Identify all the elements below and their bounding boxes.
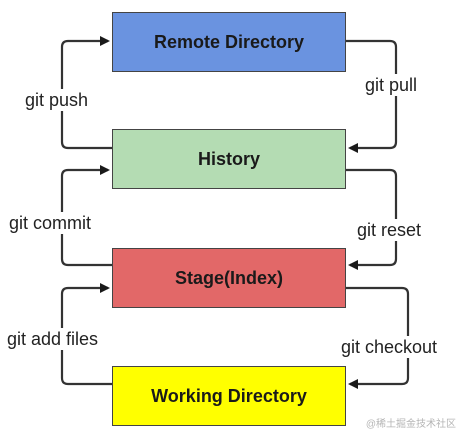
stage-index-box: Stage(Index) — [112, 248, 346, 308]
git-checkout-label: git checkout — [340, 336, 439, 358]
git-push-label: git push — [24, 89, 90, 111]
watermark: @稀土掘金技术社区 — [365, 419, 456, 430]
git-pull-label: git pull — [364, 74, 419, 96]
git-add-files-label: git add files — [6, 328, 100, 350]
remote-directory-box: Remote Directory — [112, 12, 346, 72]
git-commit-label: git commit — [8, 212, 93, 234]
stage-index-label: Stage(Index) — [174, 267, 284, 288]
git-reset-label: git reset — [356, 219, 423, 241]
working-directory-box: Working Directory — [112, 366, 346, 426]
history-label: History — [197, 148, 260, 169]
working-directory-label: Working Directory — [151, 385, 307, 406]
history-box: History — [112, 129, 346, 189]
reset-arrow — [346, 168, 398, 270]
remote-directory-label: Remote Directory — [153, 31, 305, 52]
